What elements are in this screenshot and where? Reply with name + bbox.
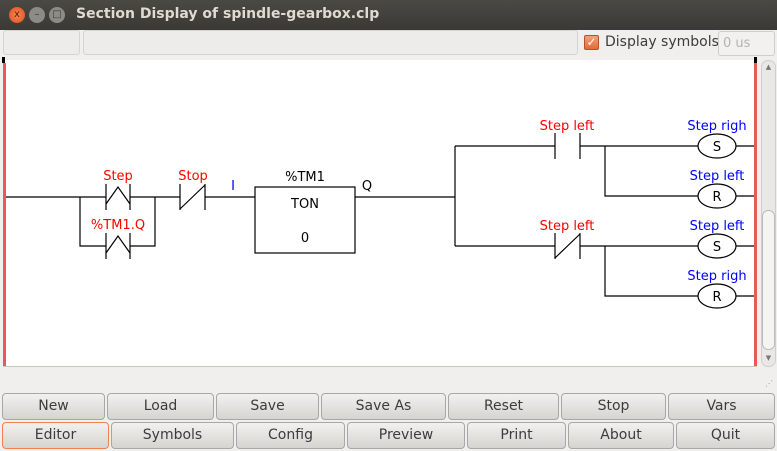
coil-label-4: Step righ [687, 269, 746, 284]
label-stop: Stop [178, 169, 208, 184]
display-symbols-label[interactable]: Display symbols [605, 34, 719, 50]
coil-reset-2 [697, 283, 737, 309]
status-field-2 [83, 30, 578, 55]
right-power-rail [754, 63, 757, 366]
label-step: Step [103, 169, 133, 184]
about-button[interactable]: About [568, 422, 674, 449]
label-tm1q: %TM1.Q [91, 218, 145, 233]
coil-type-2: R [712, 190, 721, 205]
quit-button[interactable]: Quit [676, 422, 775, 449]
timer-input-label: I [231, 179, 235, 194]
label-step-left-nc: Step left [540, 219, 595, 234]
timer-name: %TM1 [285, 170, 325, 185]
symbols-button[interactable]: Symbols [111, 422, 234, 449]
left-rail-marker [2, 57, 5, 63]
timer-output-label: Q [362, 179, 372, 194]
ladder-canvas[interactable] [3, 60, 757, 367]
coil-set-1 [697, 133, 737, 159]
display-symbols-checkbox[interactable]: ✓ [584, 35, 599, 50]
maximize-window-button[interactable]: □ [49, 7, 65, 23]
contact-tm1q-falling [105, 233, 131, 259]
coil-label-3: Step left [690, 219, 745, 234]
preview-button[interactable]: Preview [347, 422, 465, 449]
top-branch-wire [454, 145, 755, 246]
coil-set-2 [697, 233, 737, 259]
contact-step-left-nc [554, 233, 581, 259]
scrollbar-thumb[interactable] [762, 210, 775, 350]
bottom-branch-wire [455, 245, 755, 297]
new-button[interactable]: New [2, 393, 105, 420]
right-rail-marker [754, 57, 757, 63]
status-field-1 [3, 30, 80, 55]
contact-step-left-no [554, 133, 581, 159]
coil-label-1: Step righ [687, 119, 746, 134]
config-button[interactable]: Config [236, 422, 345, 449]
reset-button[interactable]: Reset [448, 393, 559, 420]
title-bar [0, 0, 777, 30]
stop-button[interactable]: Stop [561, 393, 666, 420]
coil-type-4: R [712, 290, 721, 305]
save-button[interactable]: Save [216, 393, 319, 420]
timer-type: TON [290, 197, 319, 212]
editor-button[interactable]: Editor [2, 422, 109, 449]
scroll-up-icon[interactable]: ▲ [765, 63, 772, 71]
window-title: Section Display of spindle-gearbox.clp [76, 6, 380, 22]
contact-step-falling [105, 184, 131, 210]
scroll-down-icon[interactable]: ▼ [765, 354, 772, 362]
timer-preset: 0 [301, 231, 309, 246]
coil-type-1: S [713, 140, 721, 155]
minimize-window-button[interactable]: – [29, 7, 45, 23]
contact-stop-nc [179, 184, 206, 210]
timer-block [254, 186, 356, 254]
parallel-branch-wire [79, 197, 156, 247]
print-button[interactable]: Print [467, 422, 566, 449]
load-button[interactable]: Load [107, 393, 214, 420]
label-step-left-no: Step left [540, 119, 595, 134]
cycle-time-field: 0 us [718, 31, 775, 56]
resize-grip-icon[interactable]: ⋰ [765, 379, 773, 388]
save-as-button[interactable]: Save As [321, 393, 446, 420]
left-power-rail [3, 63, 6, 366]
coil-type-3: S [713, 240, 721, 255]
coil-label-2: Step left [690, 169, 745, 184]
coil-reset-1 [697, 183, 737, 209]
vars-button[interactable]: Vars [668, 393, 775, 420]
close-window-button[interactable]: x [9, 7, 25, 23]
